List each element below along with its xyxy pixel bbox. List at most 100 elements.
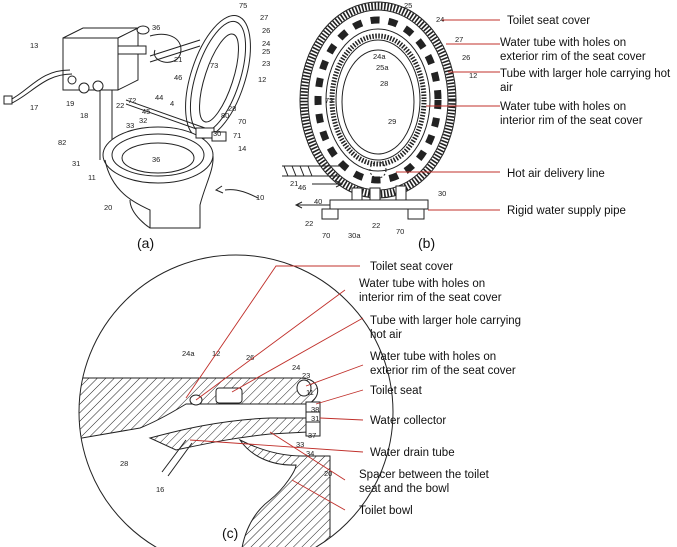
ref-number: 4	[170, 99, 174, 108]
ref-number: 73	[325, 96, 333, 105]
ref-number: 31	[311, 414, 319, 423]
ref-number: 17	[30, 103, 38, 112]
ref-number: 31	[72, 159, 80, 168]
ref-number: 70	[396, 227, 404, 236]
ref-number: 46	[174, 73, 182, 82]
ref-number: 12	[469, 71, 477, 80]
panel-a-reference-numbers: 36 75 27 26 24 25 23 12 13 21 73 46 17 1…	[30, 1, 270, 251]
ref-number: 26	[246, 353, 254, 362]
ref-number: 34	[306, 449, 314, 458]
panel-label-a: (a)	[137, 235, 154, 251]
ref-number: 38	[311, 405, 319, 414]
panel-label-c: (c)	[222, 525, 238, 541]
ref-number: 22	[372, 221, 380, 230]
ref-number: 24a	[182, 349, 195, 358]
callout-water-tube-exterior-line2: exterior rim of the seat cover	[370, 365, 516, 377]
ref-number: 24	[292, 363, 300, 372]
callout-toilet-bowl: Toilet bowl	[359, 505, 413, 517]
ref-number: 20	[104, 203, 112, 212]
callout-toilet-seat: Toilet seat	[370, 385, 423, 397]
callout-hot-air-delivery-line: Hot air delivery line	[507, 168, 605, 180]
panel-label-b: (b)	[418, 235, 435, 251]
ref-number: 28	[228, 104, 236, 113]
callout-water-tube-exterior: Water tube with holes on	[370, 351, 496, 363]
ref-number: 11	[306, 388, 314, 397]
ref-number: 45	[142, 107, 150, 116]
ref-number: 10	[256, 193, 264, 202]
ref-number: 30	[438, 189, 446, 198]
ref-number: 26	[262, 26, 270, 35]
ref-number: 82	[58, 138, 66, 147]
callout-toilet-seat-cover: Toilet seat cover	[507, 15, 590, 27]
ref-number: 36	[152, 155, 160, 164]
ref-number: 75	[239, 1, 247, 10]
ref-number: 71	[233, 131, 241, 140]
callout-rigid-water-supply-pipe: Rigid water supply pipe	[507, 205, 626, 217]
callout-water-collector: Water collector	[370, 415, 446, 427]
panel-c-drawing	[78, 254, 394, 547]
ref-number: 25	[262, 47, 270, 56]
callout-water-drain-tube: Water drain tube	[370, 447, 455, 459]
ref-number: 25	[404, 1, 412, 10]
ref-number: 26	[462, 53, 470, 62]
ref-number: 12	[258, 75, 266, 84]
ref-number: 29	[388, 117, 396, 126]
ref-number: 11	[88, 173, 96, 182]
ref-number: 73	[210, 61, 218, 70]
callout-water-tube-interior-line2: interior rim of the seat cover	[500, 115, 643, 127]
ref-number: 30a	[348, 231, 361, 240]
ref-number: 24	[436, 15, 444, 24]
ref-number: 18	[80, 111, 88, 120]
ref-number: 70	[238, 117, 246, 126]
ref-number: 36	[152, 23, 160, 32]
ref-number: 28	[380, 79, 388, 88]
ref-number: 19	[66, 99, 74, 108]
ref-number: 32	[139, 116, 147, 125]
ref-number: 46	[298, 183, 306, 192]
panel-c-leaders	[185, 265, 364, 511]
ref-number: 23	[262, 59, 270, 68]
callout-hot-air-tube-line2: hot air	[370, 329, 402, 341]
ref-number: 27	[260, 13, 268, 22]
callout-hot-air-tube: Tube with larger hole carrying	[370, 315, 521, 327]
ref-number: 40	[314, 197, 322, 206]
callout-water-tube-interior-line2: interior rim of the seat cover	[359, 292, 502, 304]
ref-number: 80	[221, 111, 229, 120]
panel-b-drawing	[282, 1, 457, 220]
ref-number: 33	[296, 440, 304, 449]
ref-number: 23	[302, 371, 310, 380]
callout-water-tube-interior: Water tube with holes on	[500, 101, 626, 113]
callout-water-tube-interior: Water tube with holes on	[359, 278, 485, 290]
ref-number: 14	[238, 144, 246, 153]
ref-number: 33	[126, 121, 134, 130]
callout-water-tube-exterior-line2: exterior rim of the seat cover	[500, 51, 646, 63]
ref-number: 27	[455, 35, 463, 44]
ref-number: 22	[305, 219, 313, 228]
callout-hot-air-tube-line2: air	[500, 82, 513, 94]
callout-spacer: Spacer between the toilet	[359, 469, 490, 481]
panel-a-drawing	[3, 15, 259, 229]
ref-number: 21	[290, 179, 298, 188]
ref-number: 30	[213, 129, 221, 138]
callout-spacer-line2: seat and the bowl	[359, 483, 449, 495]
ref-number: 16	[156, 485, 164, 494]
panel-b-callouts: Toilet seat cover Water tube with holes …	[500, 15, 671, 217]
panel-c-callouts: Toilet seat cover Water tube with holes …	[359, 261, 521, 517]
ref-number: 44	[155, 93, 163, 102]
ref-number: 21	[174, 55, 182, 64]
panel-b-reference-numbers: 25 24 27 26 12 24a 25a 28 73 29 21 46 40…	[290, 1, 477, 251]
ref-number: 28	[120, 459, 128, 468]
callout-water-tube-exterior: Water tube with holes on	[500, 37, 626, 49]
panel-b-leaders	[396, 19, 500, 211]
ref-number: 20	[324, 469, 332, 478]
ref-number: 13	[30, 41, 38, 50]
callout-toilet-seat-cover: Toilet seat cover	[370, 261, 453, 273]
ref-number: 24	[262, 39, 270, 48]
ref-number: 72	[128, 96, 136, 105]
ref-number: 24a	[373, 52, 386, 61]
callout-hot-air-tube: Tube with larger hole carrying hot	[500, 68, 671, 80]
ref-number: 70	[322, 231, 330, 240]
ref-number: 25a	[376, 63, 389, 72]
ref-number: 22	[116, 101, 124, 110]
